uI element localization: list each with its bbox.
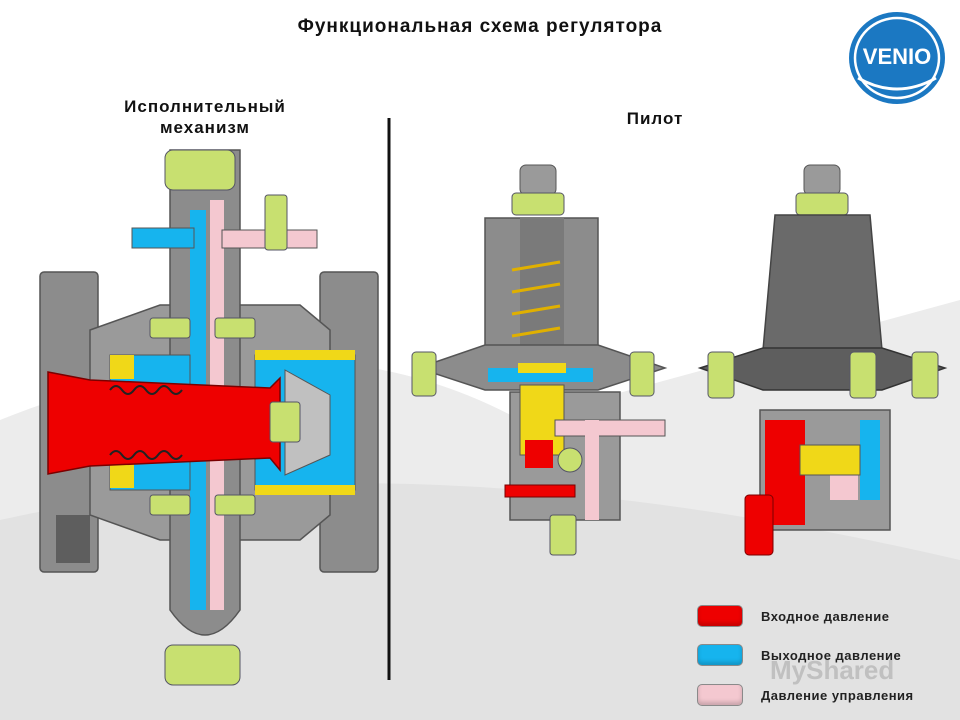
- pilot2-valve: [799, 444, 861, 476]
- pilot-spring: [511, 260, 561, 338]
- bolt-2: [214, 317, 256, 339]
- pilot-adjust-screw: [557, 447, 583, 473]
- pilot-inlet-space: [525, 440, 553, 468]
- top-nut: [164, 149, 236, 191]
- logo-ring: [853, 16, 941, 100]
- pilot-control-line: [554, 419, 666, 437]
- pilot-bolt-left: [411, 351, 437, 397]
- pilot2-cap: [803, 164, 841, 196]
- actuator-drawing: [39, 149, 379, 686]
- legend-label-outlet: Выходное давление: [761, 647, 902, 663]
- flange-stub: [56, 515, 90, 563]
- legend-swatch-control: [697, 684, 743, 706]
- pilot-external-drawing: [697, 164, 948, 556]
- logo-text: VENIO: [862, 44, 932, 69]
- inlet-flow: [47, 371, 281, 475]
- logo-swoosh: [857, 76, 937, 91]
- pilot2-diaphragm-case: [697, 347, 948, 391]
- pilot-cap: [519, 164, 557, 196]
- pilot2-outlet-space: [860, 420, 880, 500]
- pilot-diaphragm-plate: [518, 363, 566, 373]
- legend-item-inlet: Входное давление: [697, 604, 889, 628]
- pilot2-bolt-right: [911, 351, 939, 399]
- actuator-heading: Исполнительный механизм: [124, 97, 286, 137]
- bolt-5: [269, 401, 301, 443]
- watermark: MyShared: [770, 655, 895, 685]
- seal-bottom: [255, 485, 355, 495]
- venio-logo: [849, 12, 945, 104]
- legend-swatch-outlet: [697, 644, 743, 666]
- legend-item-outlet: Выходное давление: [697, 643, 901, 667]
- pilot-bolt-right: [629, 351, 655, 397]
- pilot2-lock-nut: [795, 192, 849, 216]
- spring-seat-top: [110, 355, 134, 379]
- pilot-inlet-line: [504, 484, 576, 498]
- pilot-control-riser: [585, 420, 599, 520]
- pilot-heading: Пилот: [626, 109, 684, 128]
- bolt-3: [149, 494, 191, 516]
- bolt-4: [214, 494, 256, 516]
- legend-label-inlet: Входное давление: [761, 608, 890, 624]
- bolt-1: [149, 317, 191, 339]
- spring-seat-bottom: [110, 464, 134, 488]
- diagram-title: Функциональная схема регулятора: [297, 16, 663, 37]
- bottom-nut: [164, 644, 241, 686]
- pilot-bottom-fitting: [549, 514, 577, 556]
- legend-label-control: Давление управления: [761, 687, 914, 703]
- logo-badge: [849, 12, 945, 104]
- control-fitting: [264, 194, 288, 251]
- pilot2-bonnet: [762, 214, 883, 351]
- pilot2-bolt-left: [707, 351, 735, 399]
- legend-item-control: Давление управления: [697, 683, 914, 707]
- seal-top: [255, 350, 355, 360]
- pilot-section-drawing: [411, 164, 668, 556]
- outlet-port: [131, 227, 195, 249]
- legend-swatch-inlet: [697, 605, 743, 627]
- pilot-lock-nut: [511, 192, 565, 216]
- pilot-outlet-space: [488, 368, 593, 382]
- pilot2-inlet-fitting: [744, 494, 774, 556]
- pilot2-bolt-mid: [849, 351, 877, 399]
- actuator-springs: [109, 385, 183, 460]
